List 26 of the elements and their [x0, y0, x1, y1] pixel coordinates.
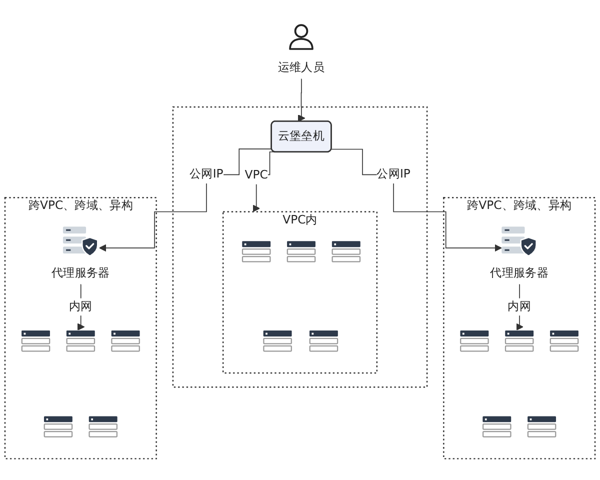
arrow: [516, 284, 524, 331]
node-server: [20, 330, 51, 352]
node-server: [504, 330, 534, 352]
node-server: [286, 240, 316, 263]
node-server: [308, 330, 339, 352]
arrow: [298, 78, 306, 122]
node-server: [241, 240, 272, 263]
node-server: [549, 330, 580, 352]
node-server: [43, 415, 74, 438]
edge-label: VPC: [244, 168, 268, 182]
node-server: [110, 330, 141, 352]
node-server: [526, 415, 557, 438]
arrow: [331, 148, 502, 252]
edge-label: 公网IP: [376, 168, 410, 181]
node-server: [66, 330, 96, 352]
arrow: [99, 148, 272, 252]
edge-label: 内网: [69, 300, 92, 314]
node-server: [262, 330, 293, 352]
edge-label: 内网: [508, 300, 531, 314]
arrow: [77, 284, 85, 331]
node-server: [482, 415, 512, 438]
node-server: [88, 415, 118, 438]
node-server: [331, 240, 362, 263]
edge-label: 公网IP: [190, 168, 224, 181]
cluster: VPC内: [222, 211, 378, 374]
node-server: [459, 330, 490, 352]
